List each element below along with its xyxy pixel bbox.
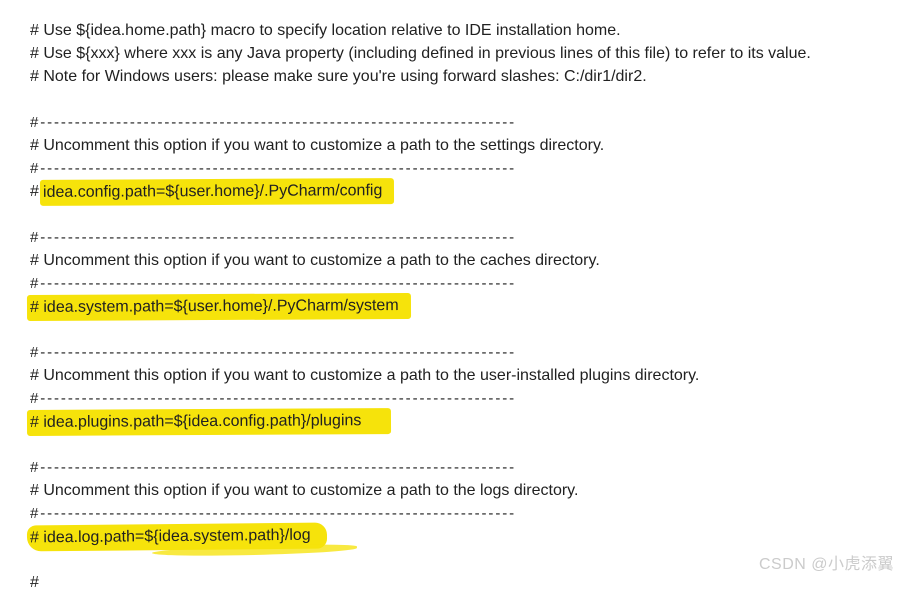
text-line: # Uncomment this option if you want to c…: [30, 364, 902, 387]
text-line: # idea.plugins.path=${idea.config.path}/…: [26, 408, 902, 436]
line-text: # Uncomment this option if you want to c…: [30, 367, 700, 384]
line-text: #---------------------------------------…: [30, 275, 517, 292]
line-text: #---------------------------------------…: [30, 344, 517, 361]
line-text: # Uncomment this option if you want to c…: [30, 252, 600, 269]
line-text: #---------------------------------------…: [30, 390, 517, 407]
highlight-mark: idea.config.path=${user.home}/.PyCharm/c…: [40, 178, 395, 206]
line-text: #---------------------------------------…: [30, 114, 517, 131]
line-text: # Uncomment this option if you want to c…: [30, 137, 605, 154]
csdn-watermark: CSDN @小虎添翼: [758, 556, 894, 573]
text-line: # idea.log.path=${idea.system.path}/log: [26, 522, 902, 552]
text-line: # Uncomment this option if you want to c…: [30, 134, 902, 157]
text-line: # Uncomment this option if you want to c…: [30, 479, 902, 502]
text-line: # idea.config.path=${user.home}/.PyCharm…: [30, 178, 902, 206]
text-line: #---------------------------------------…: [30, 272, 902, 295]
line-text: # Use ${xxx} where xxx is any Java prope…: [30, 45, 811, 62]
text-line: #---------------------------------------…: [30, 341, 902, 364]
line-text: #---------------------------------------…: [30, 505, 517, 522]
line-text: #---------------------------------------…: [30, 229, 517, 246]
text-line: # Use ${idea.home.path} macro to specify…: [30, 19, 902, 42]
line-text: # Use ${idea.home.path} macro to specify…: [30, 22, 621, 39]
text-line: # Note for Windows users: please make su…: [30, 65, 902, 88]
properties-file-text: # Use ${idea.home.path} macro to specify…: [26, 19, 902, 594]
text-line: # Use ${xxx} where xxx is any Java prope…: [30, 42, 902, 65]
text-line: [30, 203, 902, 226]
line-text: #---------------------------------------…: [30, 160, 517, 177]
highlight-mark: # idea.system.path=${user.home}/.PyCharm…: [26, 292, 411, 322]
highlight-mark: # idea.log.path=${idea.system.path}/log: [26, 522, 327, 552]
line-text: # Uncomment this option if you want to c…: [30, 482, 579, 499]
text-line: # idea.system.path=${user.home}/.PyCharm…: [26, 292, 902, 322]
text-line: [30, 318, 902, 341]
text-line: #---------------------------------------…: [30, 226, 902, 249]
text-line: #---------------------------------------…: [30, 111, 902, 134]
text-line: # Uncomment this option if you want to c…: [30, 249, 902, 272]
line-text: # Note for Windows users: please make su…: [30, 68, 647, 85]
text-line: #---------------------------------------…: [30, 502, 902, 525]
line-text: #: [30, 574, 39, 591]
text-line: #---------------------------------------…: [30, 456, 902, 479]
text-line: #: [30, 571, 902, 594]
text-line: [30, 433, 902, 456]
text-line: #---------------------------------------…: [30, 387, 902, 410]
text-line: [30, 88, 902, 111]
line-text: #---------------------------------------…: [30, 459, 517, 476]
highlight-mark: # idea.plugins.path=${idea.config.path}/…: [26, 408, 392, 436]
line-prefix: #: [30, 183, 44, 200]
text-line: #---------------------------------------…: [30, 157, 902, 180]
